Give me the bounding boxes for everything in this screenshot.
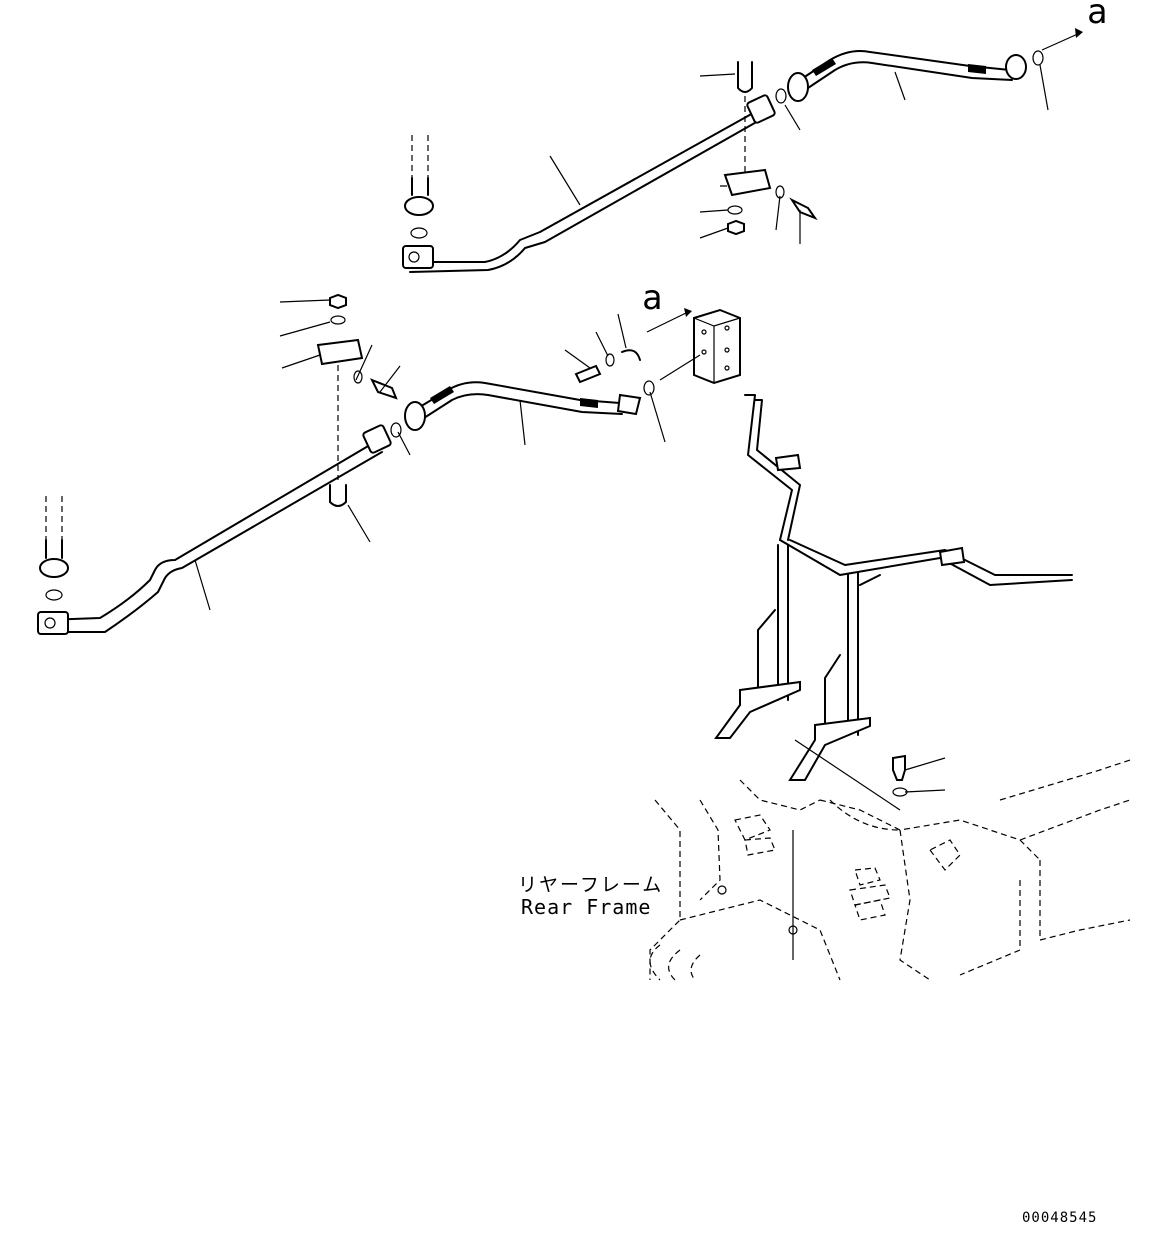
lower-o-ring-2 bbox=[643, 380, 655, 396]
upper-leader-lines bbox=[549, 28, 1083, 244]
upper-tube-flange-right bbox=[746, 94, 776, 124]
upper-o-ring-2 bbox=[1032, 50, 1044, 66]
upper-bracket bbox=[723, 168, 772, 197]
lower-tube-flange-right bbox=[362, 424, 392, 454]
upper-u-bolt bbox=[737, 61, 753, 175]
middle-leader-lines bbox=[194, 299, 701, 611]
upper-tube-flange-left bbox=[402, 245, 434, 269]
valve-block-clip bbox=[621, 349, 641, 361]
drawing-number: 00048545 bbox=[1022, 1210, 1098, 1226]
lower-hose-flange-right bbox=[616, 393, 642, 416]
stand-fasteners bbox=[794, 739, 946, 811]
lower-washer bbox=[330, 315, 346, 325]
upper-o-ring-1 bbox=[775, 88, 787, 104]
rear-frame-label-en: Rear Frame bbox=[521, 895, 652, 919]
lower-tube-flange-left bbox=[37, 611, 69, 635]
view-a-marker-top: a bbox=[1087, 0, 1108, 32]
upper-steel-tube bbox=[402, 94, 776, 273]
upper-bolt bbox=[789, 197, 818, 221]
upper-nut bbox=[727, 219, 745, 236]
upper-fitting-stack bbox=[404, 135, 434, 239]
upper-hose-flange-right bbox=[1005, 54, 1027, 80]
lower-nut bbox=[329, 293, 347, 310]
upper-hose bbox=[787, 50, 1027, 102]
upper-washer bbox=[727, 205, 743, 215]
valve-block bbox=[693, 308, 741, 385]
lower-bolt bbox=[369, 378, 398, 400]
view-a-marker-middle: a bbox=[642, 278, 663, 318]
valve-block-bolt bbox=[574, 364, 602, 384]
valve-block-washer bbox=[605, 353, 615, 367]
lower-steel-tube bbox=[37, 424, 392, 635]
lower-u-bolt bbox=[329, 365, 347, 507]
rear-frame-label-jp: リヤーフレーム bbox=[518, 874, 664, 896]
lower-bracket bbox=[316, 338, 364, 366]
lower-fitting-stack bbox=[39, 496, 69, 601]
rear-frame-outline bbox=[649, 759, 1131, 981]
tube-support-stand bbox=[714, 394, 1073, 781]
lower-hose-flange-left bbox=[404, 401, 426, 431]
upper-hose-flange-left bbox=[787, 72, 809, 102]
lower-hose bbox=[404, 381, 642, 431]
lower-spring-washer bbox=[353, 370, 363, 384]
lower-o-ring-1 bbox=[390, 422, 402, 438]
